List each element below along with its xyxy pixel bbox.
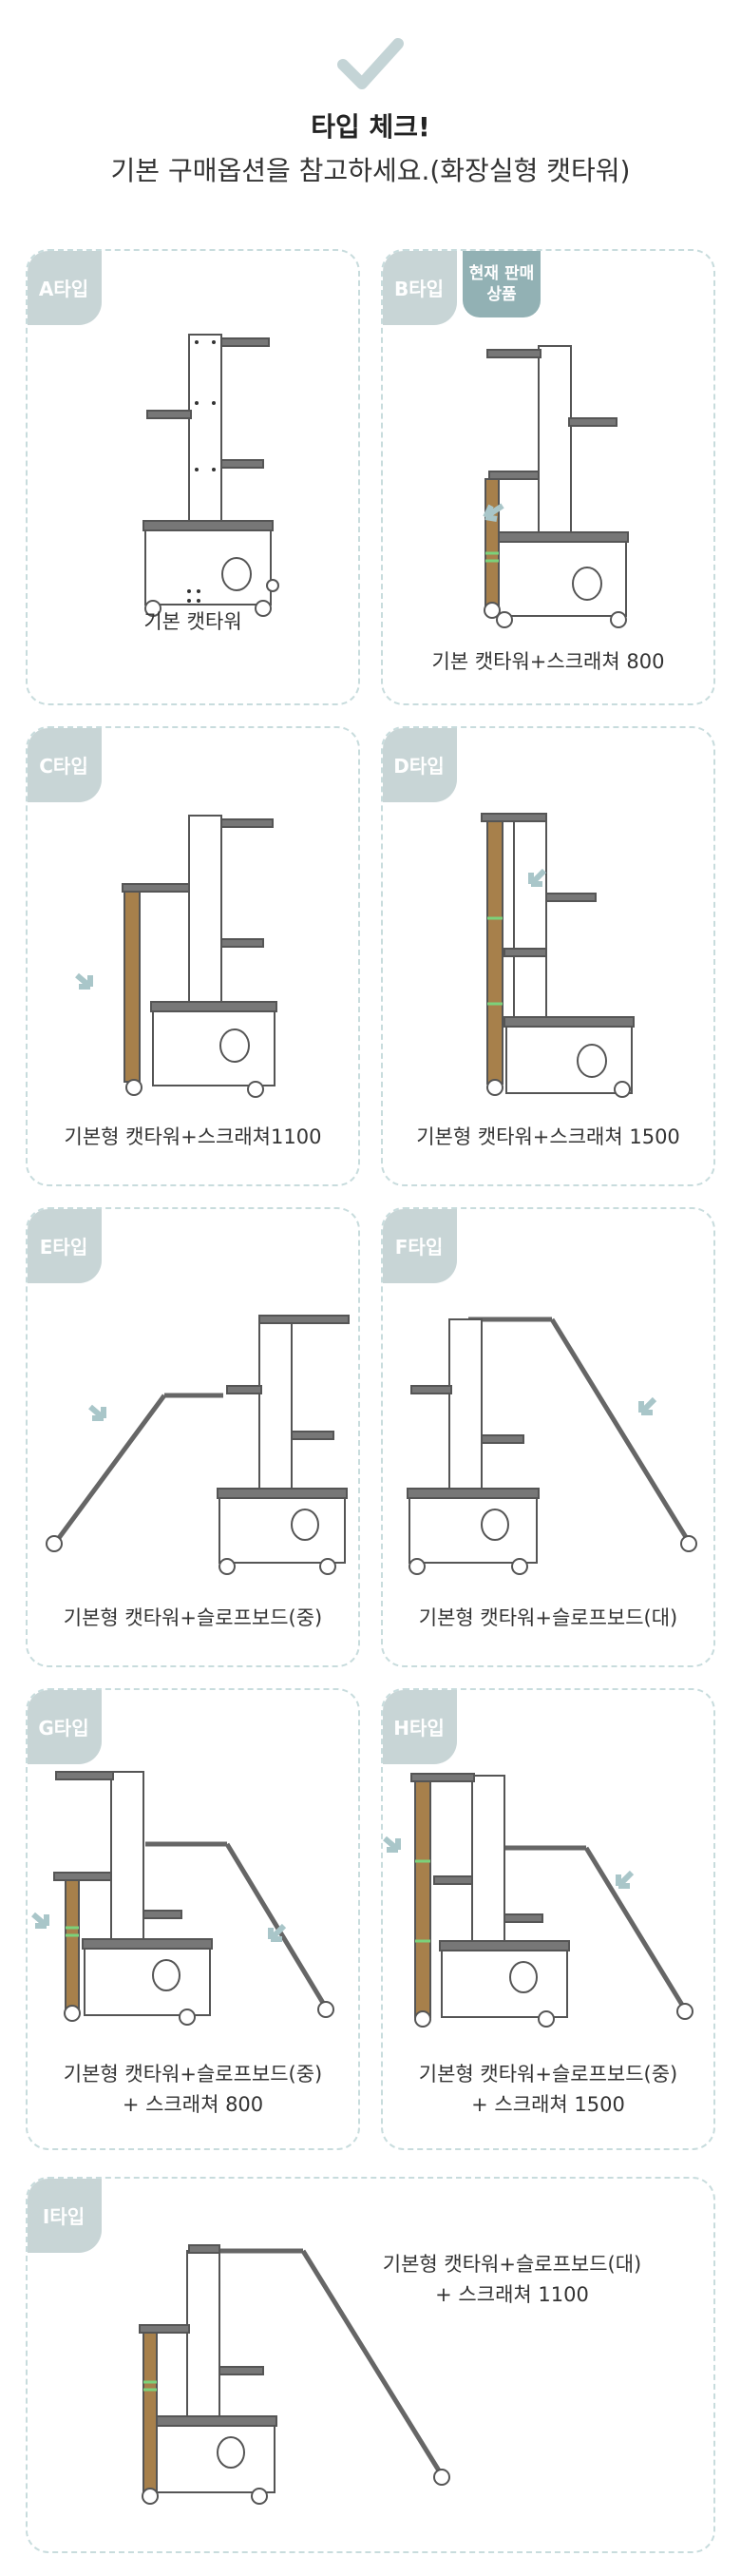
type-card-c[interactable]: C타입 기본형 캣타워+스크래쳐1100	[26, 726, 360, 1186]
cat-tower-illustration	[383, 1773, 694, 2028]
current-sale-label: 현재 판매	[468, 264, 535, 283]
type-card-h[interactable]: H타입 기본형 캣타워+슬로프보드(중) + 스크래쳐 1500	[381, 1688, 715, 2150]
type-caption: 기본형 캣타워+스크래쳐 1500	[416, 1125, 680, 1148]
type-badge: D타입	[383, 728, 457, 802]
type-card-f[interactable]: F타입 기본형 캣타워+슬로프보드(대)	[381, 1207, 715, 1667]
cat-tower-illustration	[75, 815, 277, 1098]
cat-tower-illustration	[31, 1771, 334, 2026]
type-badge: F타입	[383, 1209, 457, 1283]
page-header: 타입 체크! 기본 구매옵션을 참고하세요.(화장실형 캣타워)	[0, 0, 741, 219]
type-badge: C타입	[28, 728, 102, 802]
type-caption: 기본형 캣타워+슬로프보드(대) + 스크래쳐 1100	[382, 2253, 642, 2306]
type-card-i[interactable]: I타입 기본형 캣타워+슬로프보드(대) + 스크래쳐 1100	[26, 2177, 715, 2553]
cat-tower-illustration	[483, 345, 629, 628]
type-caption: 기본 캣타워+스크래쳐 800	[431, 650, 665, 673]
current-sale-label: 상품	[486, 285, 517, 304]
type-card-e[interactable]: E타입 기본형 캣타워+슬로프보드(중)	[26, 1207, 360, 1667]
cat-tower-illustration	[407, 1317, 697, 1575]
type-badge: E타입	[28, 1209, 102, 1283]
type-badge: G타입	[28, 1690, 102, 1764]
type-caption: 기본형 캣타워+슬로프보드(대)	[418, 1606, 678, 1629]
cat-tower-illustration	[139, 2244, 450, 2505]
type-caption: 기본형 캣타워+슬로프보드(중) + 스크래쳐 800	[63, 2063, 323, 2116]
type-badge: H타입	[383, 1690, 457, 1764]
type-card-a[interactable]: A타입 기본 캣타워	[26, 249, 360, 705]
type-card-d[interactable]: D타입 기본형 캣타워+스크래쳐 1500	[381, 726, 715, 1186]
type-card-b[interactable]: B타입 현재 판매 상품 기본 캣타워+스크래쳐 800	[381, 249, 715, 705]
current-sale-badge: 현재 판매 상품	[463, 251, 541, 317]
type-caption: 기본 캣타워	[143, 610, 242, 633]
cat-tower-illustration	[481, 813, 635, 1098]
checkmark-icon	[337, 38, 404, 89]
type-caption: 기본형 캣타워+스크래쳐1100	[64, 1125, 322, 1148]
cat-tower-illustration	[142, 334, 279, 617]
type-badge: A타입	[28, 251, 102, 325]
type-caption: 기본형 캣타워+슬로프보드(중) + 스크래쳐 1500	[418, 2063, 678, 2116]
cat-tower-illustration	[46, 1315, 350, 1575]
type-badge: B타입	[383, 251, 457, 325]
type-badge: I타입	[28, 2179, 102, 2253]
page-title: 타입 체크!	[311, 111, 430, 143]
type-card-g[interactable]: G타입 기본형 캣타워+슬로프보드(중) + 스크래쳐 800	[26, 1688, 360, 2150]
type-caption: 기본형 캣타워+슬로프보드(중)	[63, 1606, 323, 1629]
page-subtitle: 기본 구매옵션을 참고하세요.(화장실형 캣타워)	[110, 155, 631, 186]
